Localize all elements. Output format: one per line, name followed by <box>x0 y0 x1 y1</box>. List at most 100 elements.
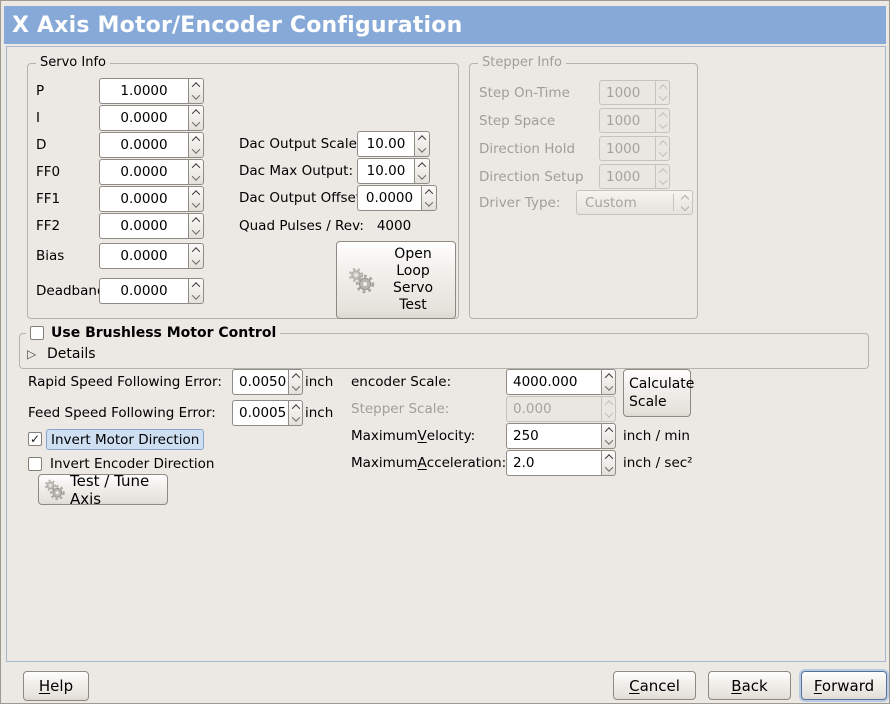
spin-down-button[interactable] <box>189 291 203 303</box>
spin-down-button[interactable] <box>415 171 429 183</box>
d-input[interactable]: 0.0000 <box>99 132 188 158</box>
dac-output-scale-input[interactable]: 10.00 <box>357 131 414 157</box>
spin-up-button[interactable] <box>289 401 302 413</box>
spin-up-button[interactable] <box>602 451 615 463</box>
feed-following-error-input[interactable]: 0.0005 <box>232 400 288 426</box>
maximum-acceleration-input[interactable]: 2.0 <box>506 450 601 476</box>
calculate-scale-button[interactable]: Calculate Scale <box>623 369 694 417</box>
spin-down-button[interactable] <box>422 198 436 210</box>
spin-up-button[interactable] <box>602 424 615 436</box>
bias-spinbox: 0.0000 <box>99 243 204 269</box>
encoder-scale-input[interactable]: 4000.000 <box>506 369 601 395</box>
spin-down-button[interactable] <box>189 172 203 184</box>
open-loop-button-label: Open Loop Servo Test <box>392 246 434 313</box>
step-on-time-spinbox: 1000 <box>599 80 670 105</box>
spin-down-button[interactable] <box>415 144 429 156</box>
spin-down-button[interactable] <box>602 436 615 448</box>
direction-hold-input: 1000 <box>599 136 655 161</box>
forward-button[interactable]: Forward <box>801 671 887 700</box>
maximum-acceleration-spinbox: 2.0 <box>506 450 616 476</box>
ff2-input[interactable]: 0.0000 <box>99 213 188 239</box>
maximum-velocity-spinner <box>601 423 616 449</box>
spin-up-button[interactable] <box>189 244 203 256</box>
spin-down-button[interactable] <box>189 226 203 238</box>
deadband-input[interactable]: 0.0000 <box>99 278 188 304</box>
maximum-acceleration-spinner <box>601 450 616 476</box>
invert-encoder-label[interactable]: Invert Encoder Direction <box>50 455 215 472</box>
spin-up-button[interactable] <box>189 79 203 91</box>
rapid-following-error-input[interactable]: 0.0050 <box>232 369 288 395</box>
driver-type-value: Custom <box>585 194 637 211</box>
spin-up-button <box>656 137 669 149</box>
spin-up-button[interactable] <box>602 370 615 382</box>
spin-up-button[interactable] <box>189 160 203 172</box>
dac-output-offset-input[interactable]: 0.0000 <box>357 185 421 211</box>
cancel-button[interactable]: Cancel <box>613 671 696 700</box>
p-spinbox: 1.0000 <box>99 78 204 104</box>
dac-output-scale-label: Dac Output Scale: <box>239 136 362 152</box>
test-tune-axis-button[interactable]: Test / Tune Axis <box>38 472 168 508</box>
details-expander-label[interactable]: Details <box>47 346 96 362</box>
spin-down-button[interactable] <box>602 382 615 394</box>
p-spinner <box>188 78 204 104</box>
ff0-input[interactable]: 0.0000 <box>99 159 188 185</box>
step-space-input: 1000 <box>599 108 655 133</box>
spin-down-button[interactable] <box>189 91 203 103</box>
spin-down-button[interactable] <box>602 463 615 475</box>
quad-pulses-value: 4000 <box>376 218 412 234</box>
spin-down-button[interactable] <box>189 199 203 211</box>
spin-up-button[interactable] <box>189 214 203 226</box>
content-panel <box>6 46 886 662</box>
spin-up-button[interactable] <box>415 159 429 171</box>
help-button[interactable]: Help <box>23 671 89 701</box>
spin-down-button[interactable] <box>289 413 302 425</box>
i-input[interactable]: 0.0000 <box>99 105 188 131</box>
i-label: I <box>36 110 40 126</box>
feed-following-error-spinner <box>288 400 303 426</box>
back-button[interactable]: Back <box>708 671 791 700</box>
use-brushless-checkbox[interactable] <box>30 326 44 340</box>
spin-up-button[interactable] <box>189 187 203 199</box>
spin-up-button[interactable] <box>289 370 302 382</box>
spin-up-button[interactable] <box>415 132 429 144</box>
ff2-label: FF2 <box>36 218 61 234</box>
maximum-velocity-spinbox: 250 <box>506 423 616 449</box>
ff1-input[interactable]: 0.0000 <box>99 186 188 212</box>
step-on-time-spinner <box>655 80 670 105</box>
spin-up-button[interactable] <box>422 186 436 198</box>
spin-up-button[interactable] <box>189 106 203 118</box>
spin-up-button[interactable] <box>189 133 203 145</box>
invert-motor-label[interactable]: Invert Motor Direction <box>46 429 205 450</box>
spin-down-button <box>656 121 669 133</box>
p-input[interactable]: 1.0000 <box>99 78 188 104</box>
spin-down-button[interactable] <box>289 382 302 394</box>
cancel-button-label: Cancel <box>629 676 680 695</box>
invert-motor-checkbox[interactable] <box>28 432 42 446</box>
open-loop-servo-test-button[interactable]: Open Loop Servo Test <box>336 241 456 319</box>
maximum-velocity-input[interactable]: 250 <box>506 423 601 449</box>
direction-hold-spinbox: 1000 <box>599 136 670 161</box>
dac-max-output-label: Dac Max Output: <box>239 163 354 179</box>
spin-up-button <box>656 81 669 93</box>
spin-down-button[interactable] <box>189 256 203 268</box>
stepper-info-legend: Stepper Info <box>478 55 566 70</box>
page-title: X Axis Motor/Encoder Configuration <box>12 12 463 38</box>
dac-max-output-input[interactable]: 10.00 <box>357 158 414 184</box>
ff0-spinner <box>188 159 204 185</box>
spin-down-button <box>656 177 669 189</box>
back-button-label: Back <box>731 676 768 695</box>
spin-down-button[interactable] <box>189 118 203 130</box>
feed-following-error-spinbox: 0.0005 <box>232 400 303 426</box>
direction-hold-label: Direction Hold <box>479 140 576 157</box>
encoder-scale-label: encoder Scale: <box>351 374 452 390</box>
expander-triangle-icon[interactable]: ▷ <box>27 347 37 361</box>
spin-up-button <box>602 397 615 409</box>
invert-encoder-checkbox[interactable] <box>28 457 42 471</box>
spin-up-button[interactable] <box>189 279 203 291</box>
bias-input[interactable]: 0.0000 <box>99 243 188 269</box>
d-spinbox: 0.0000 <box>99 132 204 158</box>
spin-down-button[interactable] <box>189 145 203 157</box>
ff2-spinner <box>188 213 204 239</box>
